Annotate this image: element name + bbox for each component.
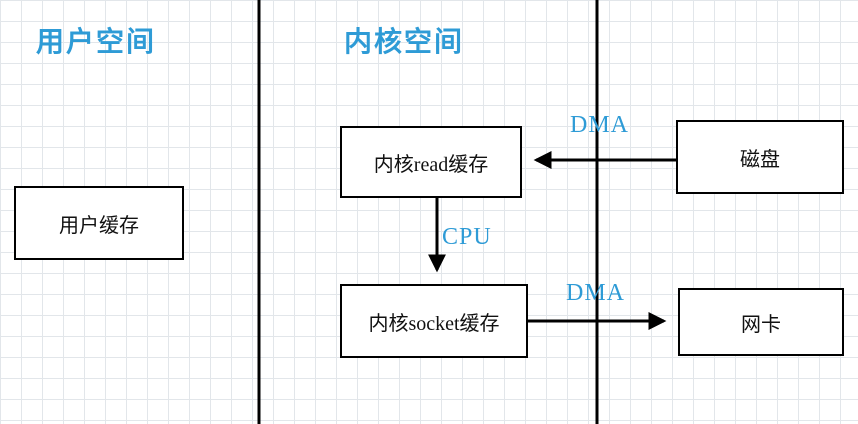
edge-label-dma-socket-to-nic: DMA: [566, 280, 626, 306]
node-user-buffer-label: 用户缓存: [59, 214, 139, 237]
node-nic: 网卡: [678, 288, 844, 356]
edge-label-cpu-read-to-socket: CPU: [442, 224, 492, 250]
node-kernel-read-buffer-label: 内核read缓存: [373, 153, 489, 176]
node-kernel-read-buffer: 内核read缓存: [340, 126, 522, 198]
node-kernel-socket-buffer: 内核socket缓存: [340, 284, 528, 358]
user-space-title: 用户空间: [36, 27, 157, 58]
node-nic-label: 网卡: [741, 313, 781, 336]
kernel-space-title: 内核空间: [344, 27, 465, 58]
node-user-buffer: 用户缓存: [14, 186, 184, 260]
edge-label-dma-disk-to-read: DMA: [570, 112, 630, 138]
node-disk-label: 磁盘: [740, 148, 780, 171]
node-kernel-socket-buffer-label: 内核socket缓存: [368, 312, 500, 335]
node-disk: 磁盘: [676, 120, 844, 194]
